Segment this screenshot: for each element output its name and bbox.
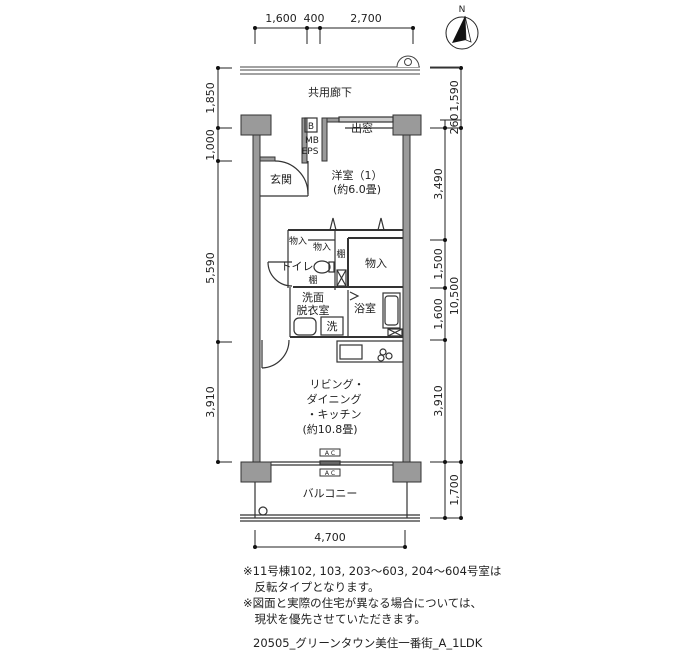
label-b: B: [308, 122, 314, 132]
dim-bottom: 4,700: [314, 531, 346, 544]
dim-left-3: 5,590: [204, 252, 217, 284]
dim-right-total: 10,500: [448, 277, 461, 316]
label-ldk-3: ・キッチン: [307, 408, 362, 421]
label-ldk-1: リビング・: [310, 377, 365, 391]
dim-right-3: 3,490: [432, 168, 445, 200]
note-line-3: ※図面と実際の住宅が異なる場合については、: [243, 596, 483, 610]
label-washroom-2: 脱衣室: [297, 303, 330, 317]
label-storage-toilet: 物入: [313, 241, 331, 253]
dim-top-1: 1,600: [265, 12, 297, 25]
label-storage-large: 物入: [365, 256, 387, 270]
label-washer: 洗: [327, 320, 338, 333]
walls: [240, 114, 422, 483]
compass-label: N: [459, 5, 466, 15]
label-balcony: バルコニー: [303, 487, 358, 500]
label-shelf-1: 棚: [336, 248, 345, 260]
label-storage-small: 物入: [289, 235, 307, 247]
label-entrance: 玄関: [270, 172, 292, 186]
dim-right-1: 1,590: [448, 80, 461, 112]
dim-top-3: 2,700: [350, 12, 382, 25]
ac-indoor-unit: [319, 448, 341, 457]
label-washroom-1: 洗面: [302, 291, 324, 304]
note-line-1: ※11号棟102, 103, 203～603, 204～604号室は: [243, 564, 502, 578]
label-western-room-size: (約6.0畳): [333, 182, 381, 196]
dim-left-2: 1,000: [204, 129, 217, 161]
north-compass-icon: [445, 15, 479, 50]
dim-right-6: 3,910: [432, 385, 445, 417]
label-ac-indoor: A C: [325, 450, 335, 457]
dim-left-4: 3,910: [204, 386, 217, 418]
label-ldk-2: ダイニング: [307, 392, 362, 406]
label-western-room: 洋室（1）: [332, 168, 383, 182]
dim-right-5: 1,600: [432, 298, 445, 330]
note-line-4: 現状を優先させていただきます。: [243, 612, 426, 626]
dim-left-1: 1,850: [204, 82, 217, 114]
label-toilet: トイレ: [281, 260, 314, 273]
dim-right-4: 1,500: [432, 248, 445, 280]
label-bay-window: 出窓: [351, 121, 373, 135]
dim-top-2: 400: [304, 12, 325, 25]
note-line-2: 反転タイプとなります。: [243, 580, 380, 594]
corridor-railing: [240, 66, 460, 75]
label-ldk-size: (約10.8畳): [302, 422, 357, 436]
label-eps: EPS: [302, 147, 319, 157]
label-ac-outdoor: A C: [325, 470, 335, 477]
label-mb: MB: [305, 136, 319, 146]
label-shelf-2: 棚: [308, 274, 317, 286]
dim-right-2: 260: [448, 114, 461, 135]
footer-caption: 20505_グリーンタウン美住一番街_A_1LDK: [253, 636, 483, 650]
ac-outdoor-unit: [319, 468, 341, 477]
dim-right-7: 1,700: [448, 474, 461, 506]
label-corridor: 共用廊下: [308, 85, 352, 99]
label-bathroom: 浴室: [354, 301, 376, 315]
drain-icon: [396, 55, 420, 68]
